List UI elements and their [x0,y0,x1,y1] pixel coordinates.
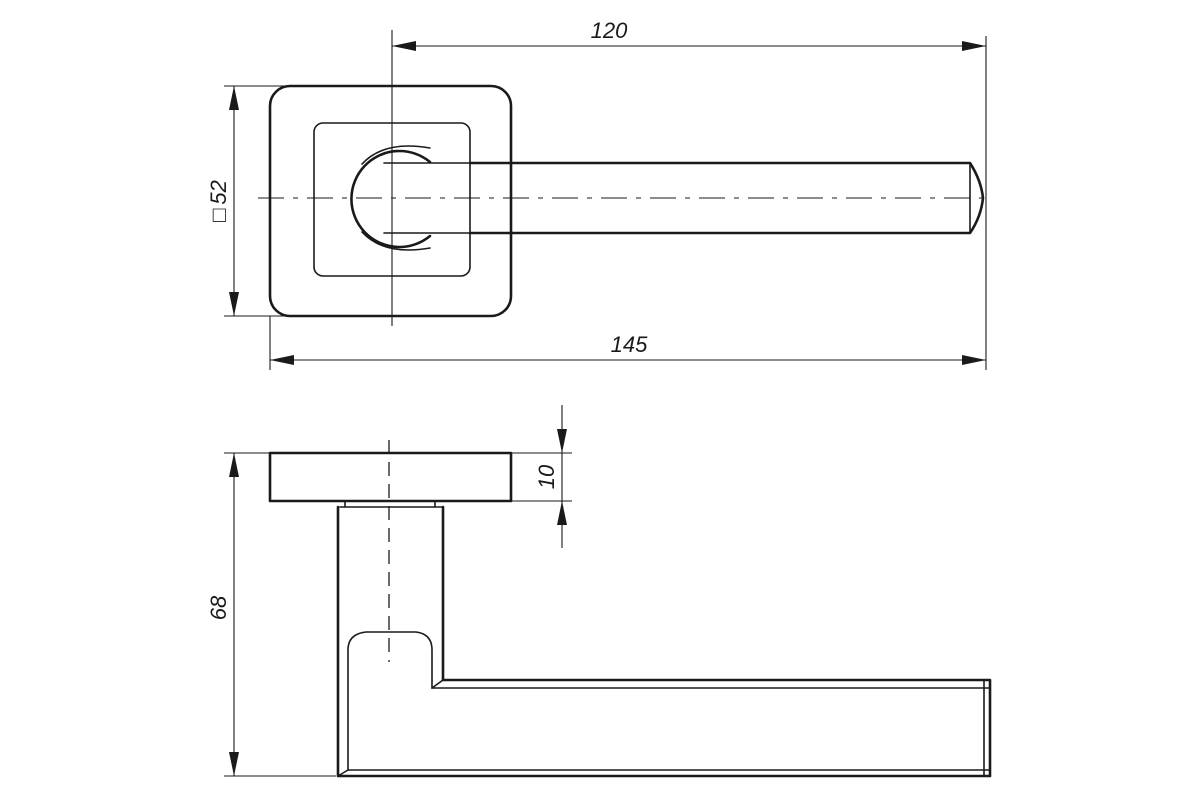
square-symbol: □ [206,209,231,222]
rose-plate [268,451,513,503]
rose-outer-square [268,84,513,318]
dimension-10-label: 10 [534,464,559,489]
dimension-145-label: 145 [611,332,648,357]
lever-neck-circle [350,149,432,249]
dimension-52-value: 52 [206,180,231,204]
dimension-52: □ 52 [206,86,239,316]
lever-stem-outline [336,505,992,778]
dimension-68-label: 68 [206,595,231,620]
dimension-145: 145 [270,332,986,365]
dimension-68: 68 [206,453,239,776]
dimension-10: 10 [511,405,572,548]
side-view: 68 10 [206,405,992,778]
dimension-120-label: 120 [591,18,628,43]
top-view: 120 145 □ 52 [206,18,992,370]
dimension-52-label: □ 52 [206,180,231,222]
dimension-120: 120 [392,18,986,51]
